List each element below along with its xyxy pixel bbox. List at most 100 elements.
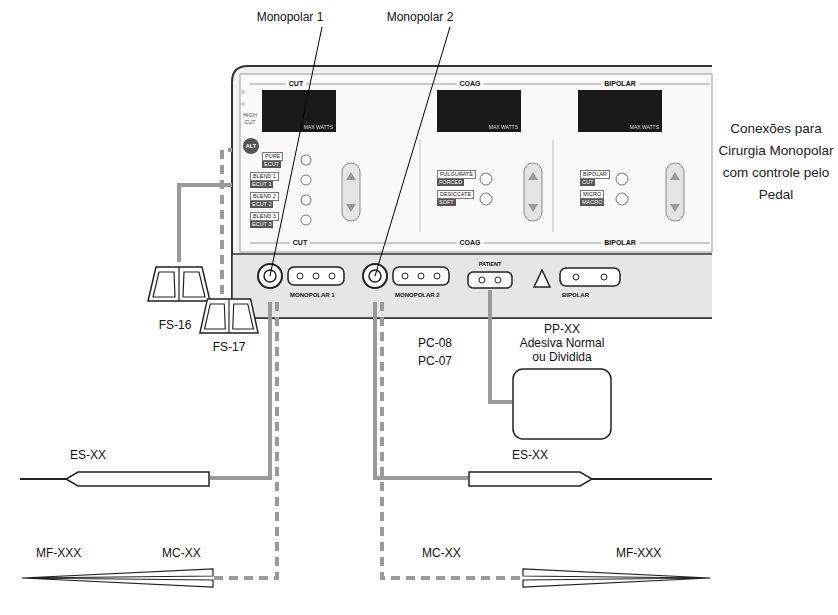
mode-knob (480, 173, 492, 185)
mode-knob (301, 155, 628, 225)
display-caption: MAX WATTS (304, 124, 333, 130)
cable (375, 302, 468, 478)
front-panel (240, 74, 712, 252)
socket-hole (402, 273, 408, 279)
indicator-dot (241, 90, 245, 94)
mode-label: BLEND 1 (250, 172, 279, 181)
node-text: MF-XXX (616, 546, 661, 560)
node-text: CUT (286, 80, 306, 88)
mode-knob (301, 155, 311, 165)
electrosurgical-pencil-shape (592, 478, 712, 480)
cable (490, 290, 512, 402)
power-rocker (666, 163, 684, 221)
monopolar-socket: MONOPOLAR 1 (256, 262, 348, 302)
socket-hole (479, 277, 485, 283)
power-rocker (524, 163, 542, 221)
node-text: ES-XX (70, 448, 106, 462)
monopolar-forceps-shape (523, 569, 710, 587)
socket-hole (313, 273, 319, 279)
node-text: Adesiva Normal ou Dividida (512, 336, 612, 364)
footswitch-shape (153, 272, 205, 297)
monopolar-forceps: MF-XXX (522, 544, 712, 590)
section-divider (420, 140, 421, 232)
monopolar-socket: MONOPOLAR 2 (361, 262, 453, 302)
patient-socket-plate (468, 272, 512, 288)
dashed-cable (382, 302, 522, 578)
footswitch-shape (205, 304, 254, 329)
node-text: PATIENT (479, 261, 502, 268)
mode-knob (480, 193, 492, 205)
button-label: ALT (246, 143, 256, 150)
socket-hole (418, 273, 424, 279)
electrosurgical-pencil-shape (20, 478, 66, 480)
return-electrode-pad: PP-XXAdesiva Normal ou Dividida (512, 320, 612, 440)
socket-hole (434, 273, 440, 279)
node-text: PP-XX (544, 322, 580, 336)
bipolar-display (578, 90, 662, 132)
mode-label: FULGURATE (437, 170, 476, 179)
node-text: BIPOLAR (562, 292, 589, 299)
mode-knob (301, 195, 311, 205)
node-text: COAG (457, 80, 484, 88)
footswitch-shape (200, 299, 258, 333)
alt-button (243, 138, 259, 154)
section-label: COAG (457, 239, 484, 247)
cable (179, 185, 232, 262)
mode-label: PURE (262, 152, 283, 161)
mode-label: MICRO (580, 190, 604, 199)
mode-label: ECUT (262, 161, 281, 168)
callout-label: Monopolar 1 (257, 10, 324, 24)
node-text: FS-16 (159, 318, 192, 332)
mode-label: ECUT 2 (250, 201, 273, 208)
socket-plate (393, 267, 449, 285)
footswitch-shape (146, 262, 212, 302)
mode-knob (301, 215, 311, 225)
socket-hole (573, 274, 579, 280)
mode-label: SOFT (437, 199, 456, 206)
electrosurgical-pencil: ES-XX (468, 446, 712, 488)
socket-plate (288, 267, 344, 285)
rocker-arrow (346, 172, 356, 212)
monopolar-forceps-shape (522, 568, 712, 588)
socket-bezel (232, 254, 712, 318)
return-electrode-pad-shape (512, 368, 612, 440)
return-electrode-pad-shape (513, 369, 611, 439)
mode-label: BLEND 2 (250, 192, 279, 201)
node-text: MF-XXX (36, 546, 81, 560)
footswitch-shape (178, 267, 179, 301)
cut-display (262, 90, 336, 132)
electrosurgical-pencil-shape (469, 472, 592, 486)
coag-display (437, 90, 521, 132)
node-text: MONOPOLAR 2 (395, 292, 440, 299)
cable-label: PC-08 (418, 336, 452, 350)
rocker-arrow (528, 172, 538, 212)
socket-hole (297, 273, 303, 279)
display-caption: MAX WATTS (630, 124, 659, 130)
mode-label: BLEND 3 (250, 212, 279, 221)
electrosurgical-pencil: ES-XX (20, 446, 210, 488)
rocker-arrow (670, 172, 680, 212)
callout-label: Monopolar 2 (387, 10, 454, 24)
bezel-outline (232, 254, 712, 318)
footswitch-shape (198, 294, 260, 334)
section-label: CUT (290, 239, 310, 247)
node-text: MONOPOLAR 1 (290, 292, 335, 299)
button-label: HIGH CUT (240, 112, 260, 125)
mode-label: FORCED (437, 179, 464, 186)
socket-hole (329, 273, 335, 279)
cable-label: PC-07 (418, 354, 452, 368)
mode-label: DESICCATE (437, 190, 474, 199)
leader-line (375, 27, 450, 276)
monopolar-forceps-shape (20, 568, 214, 588)
electrosurgical-pencil-shape (468, 470, 712, 488)
socket-hole (601, 274, 607, 280)
title-text: Conexões para Cirurgia Monopolar com con… (716, 118, 836, 206)
power-rocker (342, 163, 684, 221)
electrosurgical-pencil-shape (20, 470, 210, 488)
monopolar-socket (258, 264, 620, 288)
mode-label: CUT (580, 179, 595, 186)
monopolar-forceps-shape (22, 569, 213, 587)
electrosurgical-pencil-shape (66, 472, 209, 486)
patient-socket: PATIENT (466, 260, 514, 290)
